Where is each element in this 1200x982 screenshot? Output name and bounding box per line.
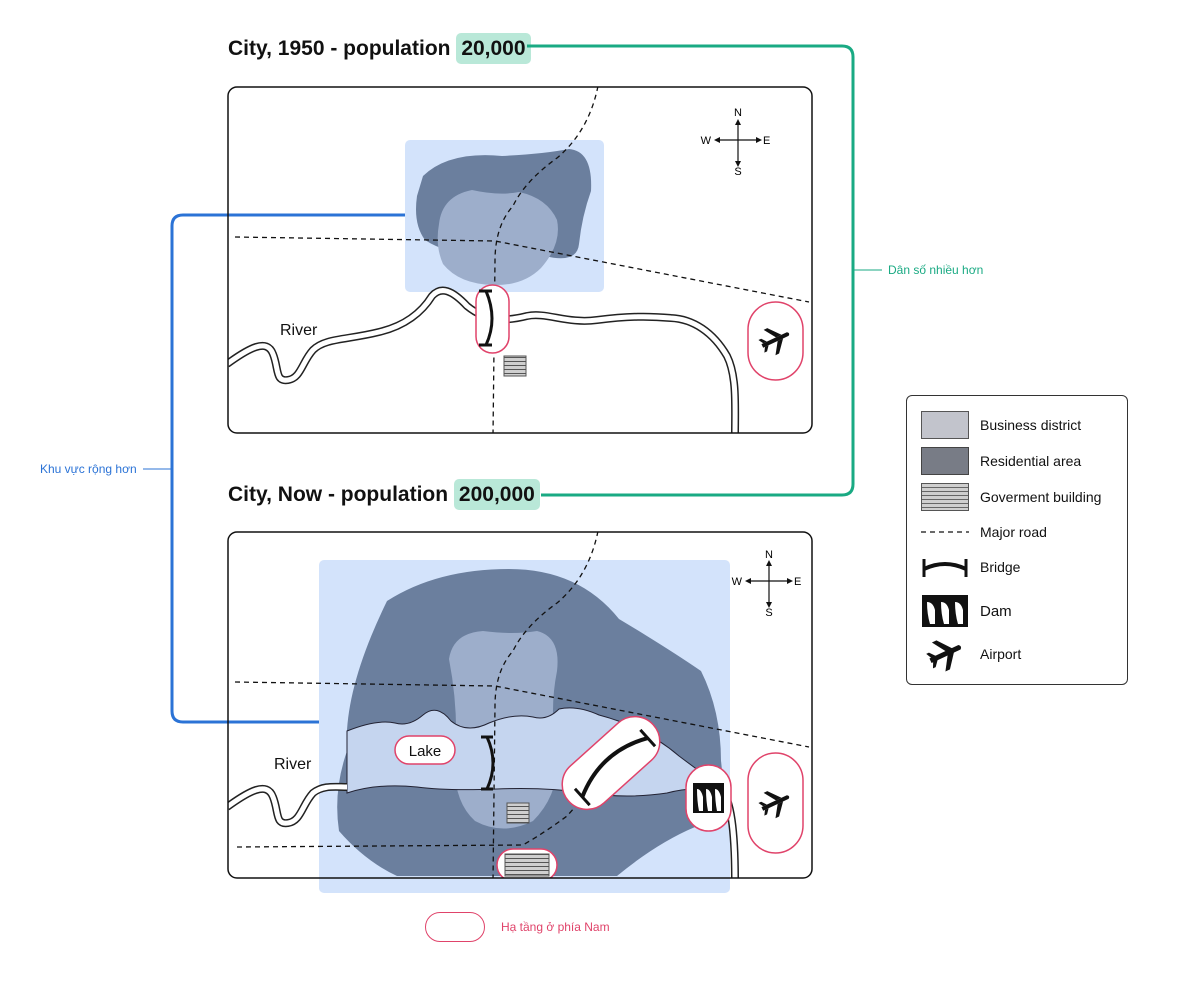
lake-label-pill — [394, 735, 456, 765]
population-1950-badge: 20,000 — [456, 33, 531, 64]
map-now-frame — [227, 531, 813, 879]
compass-s: S — [765, 607, 772, 619]
larger-area-label: Khu vực rộng hơn — [40, 462, 137, 476]
bridge-icon — [921, 553, 969, 581]
major-road-icon — [921, 518, 969, 546]
legend-label: Business district — [980, 417, 1082, 433]
legend-item-road: Major road — [921, 517, 1047, 547]
compass-e: E — [794, 576, 801, 588]
legend: Business district Residential area Gover… — [906, 395, 1128, 685]
river-1950-label: River — [280, 322, 318, 339]
government-building-icon-now — [506, 802, 530, 824]
legend-item-government: Goverment building — [921, 482, 1101, 512]
dam-icon-now — [693, 783, 724, 813]
map-now: River Lake — [227, 531, 813, 893]
legend-item-residential: Residential area — [921, 446, 1081, 476]
compass-n: N — [734, 107, 742, 119]
compass-w: W — [732, 576, 743, 588]
legend-label: Bridge — [980, 559, 1021, 575]
compass-now: N S W E — [732, 549, 802, 619]
business-district-1950 — [437, 190, 558, 286]
compass-s: S — [734, 166, 741, 178]
legend-label: Airport — [980, 646, 1022, 662]
legend-item-business: Business district — [921, 410, 1081, 440]
airport-icon-1950 — [758, 328, 790, 356]
river-now-label: River — [274, 756, 312, 773]
legend-item-bridge: Bridge — [921, 552, 1020, 582]
legend-label: Major road — [980, 524, 1047, 540]
bridge-icon-now-east — [580, 736, 649, 798]
compass-n: N — [765, 549, 773, 561]
business-district-swatch — [921, 411, 969, 439]
compass-1950: N S W E — [701, 107, 771, 178]
dam-icon — [921, 594, 969, 628]
southern-infrastructure-swatch — [425, 912, 485, 942]
population-more-label: Dân số nhiều hơn — [888, 263, 984, 277]
legend-label: Dam — [980, 602, 1012, 620]
bridge-icon-1950 — [479, 289, 494, 347]
government-building-icon — [921, 483, 969, 511]
airport-icon-now — [758, 791, 790, 819]
compass-e: E — [763, 135, 770, 147]
government-building-icon-1950 — [503, 355, 527, 377]
map-1950: River N S W E — [227, 86, 813, 434]
southern-infrastructure-label: Hạ tầng ở phía Nam — [501, 920, 610, 934]
map-now-title: City, Now - population 200,000 — [228, 479, 540, 510]
legend-label: Goverment building — [980, 489, 1102, 505]
legend-item-airport: Airport — [921, 636, 1021, 672]
residential-area-swatch — [921, 447, 969, 475]
major-roads-now — [234, 532, 810, 878]
bridge-icon-now-center — [481, 735, 495, 791]
bridge-east-highlight — [561, 715, 661, 811]
population-now-badge: 200,000 — [453, 479, 540, 510]
airport-icon — [921, 636, 969, 672]
legend-label: Residential area — [980, 453, 1082, 469]
map-1950-title-prefix: City, 1950 - population — [228, 37, 457, 60]
government-building-icon-south — [504, 853, 550, 877]
river-1950 — [228, 286, 740, 433]
compass-w: W — [701, 135, 712, 147]
lake-label: Lake — [409, 743, 442, 760]
major-roads-1950 — [234, 87, 810, 433]
map-1950-frame — [227, 86, 813, 434]
map-1950-title: City, 1950 - population 20,000 — [228, 33, 531, 64]
legend-item-dam: Dam — [921, 594, 1012, 628]
map-now-title-prefix: City, Now - population — [228, 483, 454, 506]
